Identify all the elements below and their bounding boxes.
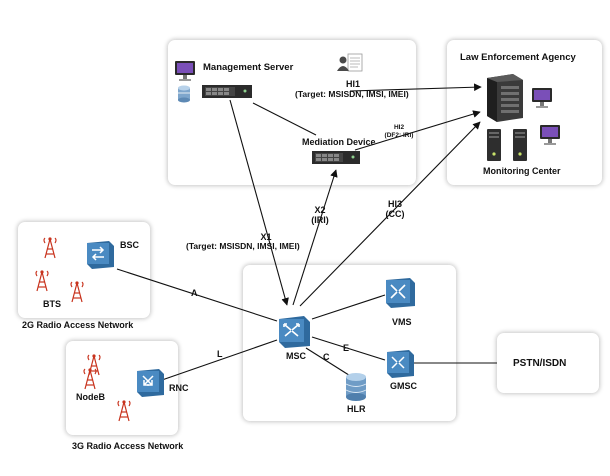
x1-target-label: (Target: MSISDN, IMSI, IMEI) [186,241,300,251]
mediation-device-icon [312,151,360,164]
e-label: E [343,343,350,353]
pstn-label: PSTN/ISDN [513,358,567,369]
hi2-line [354,110,481,151]
c-label: C [323,352,330,362]
ran2g-panel [18,222,150,318]
monitoring-center-label: Monitoring Center [483,166,561,176]
bts-antenna-icon-1 [43,237,57,259]
hi1-target-label: (Target: MSISDN, IMSI, IMEI) [295,89,409,99]
msc-label: MSC [286,351,306,361]
rnc-switch-icon [137,369,164,397]
ran3g-label: 3G Radio Access Network [72,441,184,451]
hi1-line [349,83,482,92]
x1-line [229,99,289,306]
hlr-database-icon [345,373,367,401]
l-line [161,339,278,381]
mediation-device-label: Mediation Device [302,137,376,147]
lea-server-icon [487,74,523,122]
database-icon [178,85,190,103]
hi2-sub-label: (DF2: IRI) [384,132,414,139]
nodeb-antenna-icon-3 [117,400,131,422]
hi3-sub-label: (CC) [385,209,405,219]
gmsc-switch-icon [387,350,414,378]
e-line [311,336,386,361]
msc-switch-icon [279,316,310,348]
a-line [116,268,278,322]
monitor-icon [175,61,195,81]
monitoring-monitor-icon [540,125,560,145]
a-label: A [191,288,198,298]
bsc-switch-icon [87,241,114,269]
msc-vms-line [311,294,386,320]
x2-label: X2 [314,205,326,215]
monitoring-tower-left-icon [487,129,501,161]
pstn-panel [497,333,599,393]
bts-label: BTS [43,299,61,309]
x2-line [292,169,338,306]
nodeb-antenna-icon-2 [83,368,97,390]
x2-sub-label: (IRI) [311,215,329,225]
lea-monitor-icon [532,88,552,108]
rnc-label: RNC [169,383,189,393]
c-line [305,347,353,378]
bsc-label: BSC [120,240,140,250]
x1-label: X1 [260,232,272,242]
monitoring-tower-right-icon [513,129,527,161]
vms-label: VMS [392,317,412,327]
user-document-icon [337,53,363,72]
vms-switch-icon [386,278,415,308]
hi3-line [299,121,481,307]
nodeb-label: NodeB [76,392,105,402]
gmsc-label: GMSC [390,381,417,391]
hi2-label: HI2 [393,124,405,131]
management-server-label: Management Server [203,62,294,73]
l-label: L [217,349,223,359]
hi3-label: HI3 [387,199,402,209]
bts-antenna-icon-2 [35,270,49,292]
management-panel [168,40,416,185]
mgmt-mediation-line [252,102,317,136]
lea-label: Law Enforcement Agency [460,52,576,63]
hlr-label: HLR [347,404,366,414]
bts-antenna-icon-3 [70,281,84,303]
hi1-label: HI1 [346,79,361,89]
management-server-icon [202,85,252,98]
ran2g-label: 2G Radio Access Network [22,320,134,330]
